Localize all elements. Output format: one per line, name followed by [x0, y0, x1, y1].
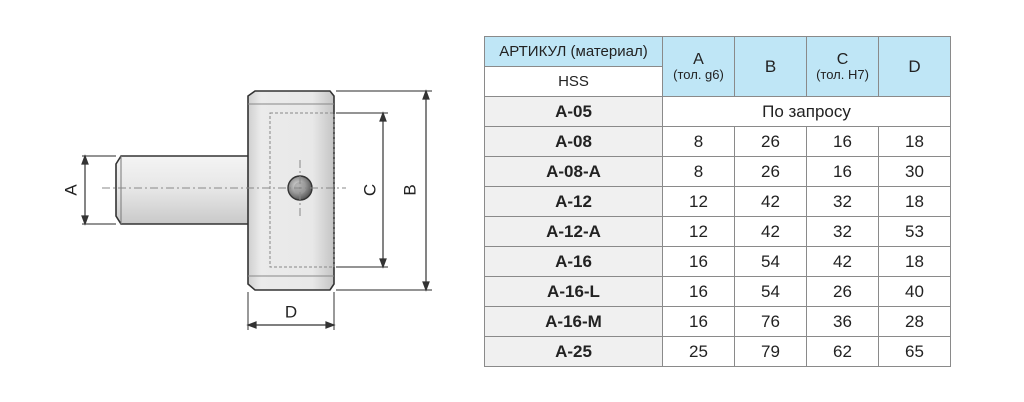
cell-c: 42 — [806, 246, 879, 277]
cell-a: 12 — [662, 216, 735, 247]
row-code: A-08 — [484, 126, 663, 157]
dim-label-d: D — [285, 302, 297, 321]
table-row: A-16-L 16 54 26 40 — [484, 276, 951, 307]
header-row-1: АРТИКУЛ (материал) A (тол. g6) B C (тол.… — [484, 36, 951, 97]
table-row: A-08-A 8 26 16 30 — [484, 156, 951, 187]
cell-d: 65 — [878, 336, 951, 367]
dim-label-b: B — [400, 184, 419, 195]
cell-d: 30 — [878, 156, 951, 187]
hidden-bore — [269, 112, 335, 268]
dimension-d — [246, 292, 336, 330]
table-row: A-05 По запросу — [484, 96, 951, 127]
cell-d: 28 — [878, 306, 951, 337]
cell-a: 16 — [662, 276, 735, 307]
header-col-c: C (тол. H7) — [806, 36, 879, 97]
cell-a: 8 — [662, 126, 735, 157]
table-row: A-12-A 12 42 32 53 — [484, 216, 951, 247]
header-article: АРТИКУЛ (материал) — [484, 36, 663, 67]
header-col-d: D — [878, 36, 951, 97]
spec-table: АРТИКУЛ (материал) A (тол. g6) B C (тол.… — [484, 36, 951, 367]
cell-c: 62 — [806, 336, 879, 367]
header-col-b: B — [734, 36, 807, 97]
cell-b: 26 — [734, 156, 807, 187]
cell-c: 16 — [806, 156, 879, 187]
table-row: A-08 8 26 16 18 — [484, 126, 951, 157]
row-code: A-16-L — [484, 276, 663, 307]
on-request-cell: По запросу — [662, 96, 951, 127]
row-code: A-05 — [484, 96, 663, 127]
header-material: HSS — [484, 66, 663, 97]
cell-c: 26 — [806, 276, 879, 307]
header-row-2: HSS — [484, 66, 951, 97]
dimension-c — [336, 111, 388, 269]
dim-label-a: A — [61, 184, 80, 196]
cell-a: 12 — [662, 186, 735, 217]
table-row: A-16-M 16 76 36 28 — [484, 306, 951, 337]
dim-label-c: C — [360, 184, 379, 196]
row-code: A-12-A — [484, 216, 663, 247]
cell-c: 16 — [806, 126, 879, 157]
cell-b: 42 — [734, 186, 807, 217]
shaft-shape — [115, 155, 251, 225]
dimension-a — [81, 154, 116, 226]
table-row: A-16 16 54 42 18 — [484, 246, 951, 277]
cell-b: 54 — [734, 246, 807, 277]
cell-c: 32 — [806, 216, 879, 247]
cell-b: 42 — [734, 216, 807, 247]
cell-a: 25 — [662, 336, 735, 367]
row-code: A-16-M — [484, 306, 663, 337]
dimension-b — [336, 89, 432, 292]
cell-a: 16 — [662, 246, 735, 277]
row-code: A-08-A — [484, 156, 663, 187]
row-code: A-12 — [484, 186, 663, 217]
row-code: A-16 — [484, 246, 663, 277]
cell-a: 8 — [662, 156, 735, 187]
cell-c: 32 — [806, 186, 879, 217]
cell-d: 40 — [878, 276, 951, 307]
cell-d: 18 — [878, 126, 951, 157]
cell-d: 53 — [878, 216, 951, 247]
technical-drawing: A C B D — [61, 89, 432, 330]
cell-b: 54 — [734, 276, 807, 307]
cell-b: 26 — [734, 126, 807, 157]
row-code: A-25 — [484, 336, 663, 367]
cell-a: 16 — [662, 306, 735, 337]
cell-d: 18 — [878, 186, 951, 217]
cell-d: 18 — [878, 246, 951, 277]
table-row: A-25 25 79 62 65 — [484, 336, 951, 367]
header-col-a: A (тол. g6) — [662, 36, 735, 97]
table-row: A-12 12 42 32 18 — [484, 186, 951, 217]
cell-b: 76 — [734, 306, 807, 337]
cell-b: 79 — [734, 336, 807, 367]
cell-c: 36 — [806, 306, 879, 337]
